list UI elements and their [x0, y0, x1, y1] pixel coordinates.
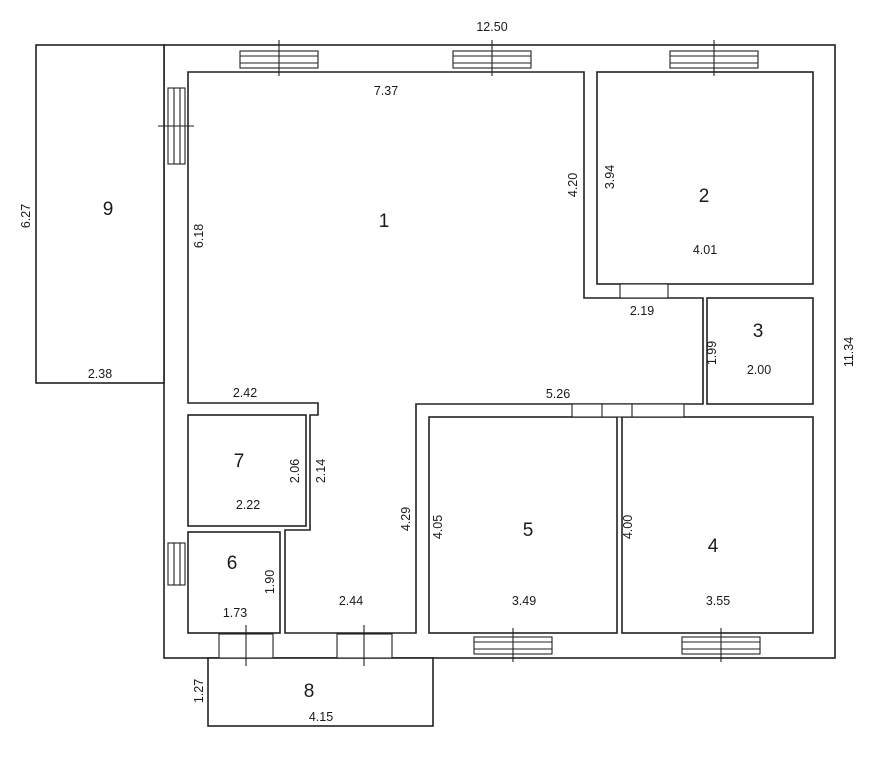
- room-6-number: 6: [227, 553, 238, 574]
- room-2: [596, 71, 814, 285]
- room-9-width-label: 2.38: [88, 367, 112, 381]
- door-bottom-6: [218, 625, 274, 666]
- room-3: [706, 297, 814, 405]
- room-1-height-label: 6.18: [192, 224, 206, 248]
- window-left-1: [158, 87, 194, 165]
- room-8: [207, 657, 434, 727]
- room-1-notch-height-label: 4.20: [566, 173, 580, 197]
- hall-top-width-label: 5.26: [546, 387, 570, 401]
- room-7-number: 7: [234, 451, 245, 472]
- room-5: [428, 416, 618, 634]
- room-7-width-label: 2.22: [236, 498, 260, 512]
- room-3-width-label: 2.00: [747, 363, 771, 377]
- room-4: [621, 416, 814, 634]
- corridor-lower-height-label: 4.29: [399, 507, 413, 531]
- room-2-height-label: 3.94: [603, 165, 617, 189]
- room-7-top-width-label: 2.42: [233, 386, 257, 400]
- room-4-width-label: 3.55: [706, 594, 730, 608]
- room-7-height-label: 2.06: [288, 459, 302, 483]
- room-9: [35, 44, 165, 384]
- door-passage-2: [619, 283, 669, 299]
- room-8-width-label: 4.15: [309, 710, 333, 724]
- window-bottom-4: [681, 628, 761, 662]
- room-1-width-label: 7.37: [374, 84, 398, 98]
- room-1-number: 1: [379, 211, 390, 232]
- room-6-height-label: 1.90: [263, 570, 277, 594]
- room-6-width-label: 1.73: [223, 606, 247, 620]
- window-bottom-5: [473, 628, 553, 662]
- room-4-height-label: 4.00: [621, 515, 635, 539]
- room-2-width-label: 4.01: [693, 243, 717, 257]
- room-8-height-label: 1.27: [192, 679, 206, 703]
- window-top-1: [239, 40, 319, 76]
- window-top-3: [669, 40, 759, 76]
- overall-height-label: 11.34: [842, 337, 856, 367]
- room-7: [187, 414, 307, 527]
- room-3-number: 3: [753, 321, 764, 342]
- room-6: [187, 531, 281, 634]
- door-hall-top: [571, 403, 685, 418]
- corridor-lower-width-label: 2.44: [339, 594, 363, 608]
- room-5-height-label: 4.05: [431, 515, 445, 539]
- room-2-number: 2: [699, 186, 710, 207]
- overall-width-label: 12.50: [476, 20, 507, 34]
- room-9-height-label: 6.27: [19, 204, 33, 228]
- window-left-2: [167, 542, 186, 586]
- room-3-height-label: 1.99: [705, 341, 719, 365]
- room-5-width-label: 3.49: [512, 594, 536, 608]
- room-7-depth-label: 2.14: [314, 459, 328, 483]
- room-4-number: 4: [708, 536, 719, 557]
- room-8-number: 8: [304, 681, 315, 702]
- room-9-number: 9: [103, 199, 114, 220]
- room-5-number: 5: [523, 520, 534, 541]
- passage-width-label: 2.19: [630, 304, 654, 318]
- door-bottom-corridor: [336, 625, 393, 666]
- window-top-2: [452, 40, 532, 76]
